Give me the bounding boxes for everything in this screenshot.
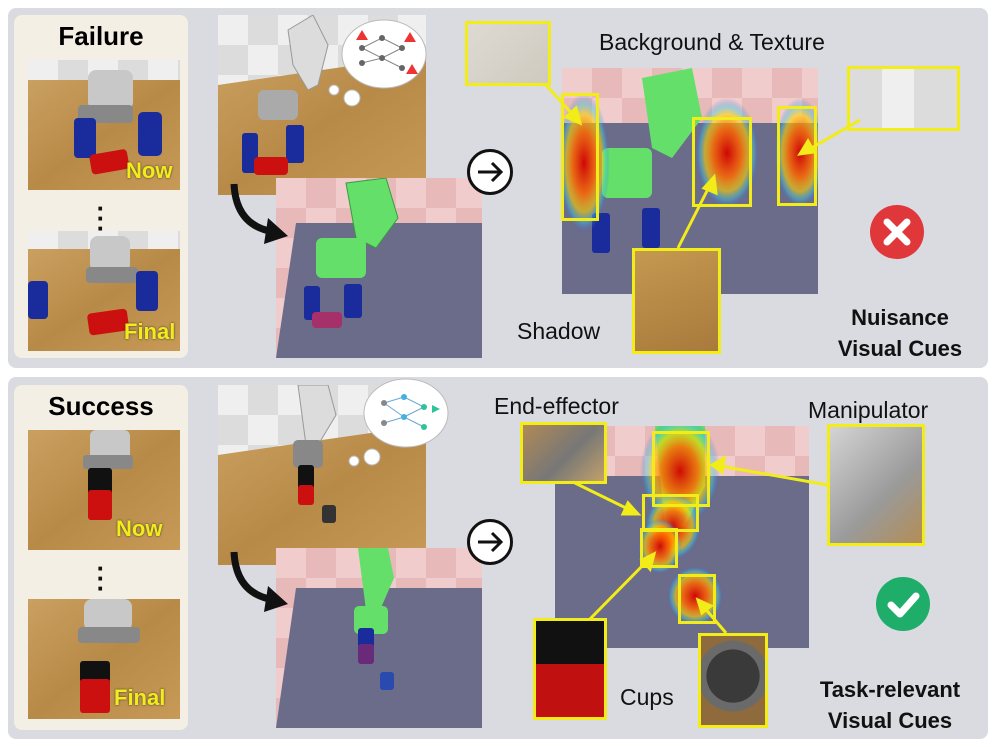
failure-ellipsis-icon: ··· [96,193,106,243]
success-now-image: Now [28,430,180,550]
failure-status-title: Failure [58,21,144,51]
background-texture-label: Background & Texture [599,29,825,55]
success-curved-arrow-icon [230,551,288,612]
task-relevant-cue-line1: Task-relevant [819,677,961,702]
failure-bg-center-box [692,117,752,207]
success-manipulator-box [652,431,710,507]
nuisance-cue-line1: Nuisance [851,305,949,330]
success-final-image: Final [28,599,180,719]
success-zoom-end-effector [520,422,607,484]
success-now-label: Now [116,516,163,541]
end-effector-label: End-effector [494,393,619,419]
success-ellipsis-icon: ··· [96,553,106,603]
failure-zoom-background-right [847,66,960,131]
nuisance-cue-label: Nuisance Visual Cues [820,302,980,364]
success-arrow-circle-icon [467,519,513,565]
failure-bg-left-box [561,93,599,221]
thought-bubble-network-icon [348,378,449,467]
success-check-badge-icon [876,577,930,631]
failure-now-label: Now [126,158,173,183]
thought-bubble-network-warning-icon [328,19,427,107]
failure-arrow-circle-icon [467,149,513,195]
shadow-label: Shadow [517,318,601,344]
success-final-label: Final [114,685,166,710]
failure-cross-badge-icon [870,205,924,259]
cups-label: Cups [620,684,674,710]
failure-zoom-background-left [465,21,551,86]
success-card: Success Now ··· Final [14,385,188,730]
success-cup-left-box [640,528,678,568]
manipulator-label: Manipulator [808,397,929,423]
failure-curved-arrow-icon [230,183,288,244]
success-status-title: Success [48,391,154,421]
success-zoom-cup-right [698,633,768,728]
failure-scene-image [218,15,426,195]
failure-bg-right-box [777,106,817,206]
task-relevant-cue-line2: Visual Cues [827,708,953,733]
success-zoom-cup-left [533,618,607,720]
nuisance-cue-line2: Visual Cues [837,336,963,361]
failure-segmented-image [276,178,482,358]
success-heatmap-image [555,426,809,648]
failure-final-image: Final [28,231,180,351]
success-cup-right-box [678,574,716,624]
failure-card: Failure Now ··· Final [14,15,188,358]
failure-zoom-shadow [632,248,721,354]
success-zoom-manipulator [827,424,925,546]
failure-final-label: Final [124,319,176,344]
task-relevant-cue-label: Task-relevant Visual Cues [795,674,985,736]
failure-now-image: Now [28,60,180,190]
success-segmented-image [276,548,482,728]
